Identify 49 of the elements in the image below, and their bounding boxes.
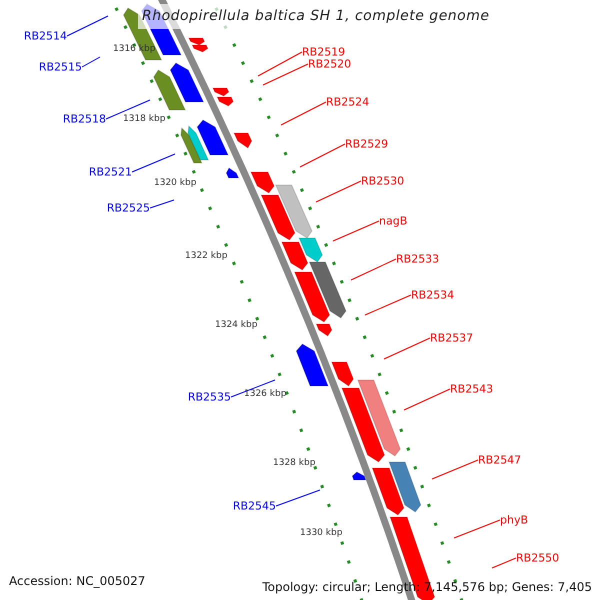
leader-line bbox=[432, 460, 478, 480]
gene-label: RB2529 bbox=[345, 138, 388, 150]
scale-tick-label: 1320 kbp bbox=[154, 178, 196, 189]
leader-line bbox=[106, 100, 150, 120]
gene-label: RB2519 bbox=[302, 46, 346, 58]
leader-line bbox=[82, 56, 100, 68]
gene-label: RB2515 bbox=[38, 60, 82, 74]
accession-note: Accession: NC_005027 bbox=[9, 573, 146, 589]
gene-label: RB2514 bbox=[24, 30, 67, 42]
gene-label: RB2520 bbox=[308, 58, 352, 70]
leader-line bbox=[132, 154, 176, 172]
gene-label: RB2543 bbox=[450, 382, 494, 396]
scale-tick-label: 1328 kbp bbox=[273, 458, 316, 469]
leader-line bbox=[66, 16, 108, 36]
scale-tick-label: 1316 kbp bbox=[113, 44, 156, 55]
gene-label: RB2550 bbox=[516, 552, 560, 564]
leader-line bbox=[276, 490, 320, 506]
leader-line bbox=[316, 180, 362, 202]
scale-tick-label: 1324 kbp bbox=[215, 320, 258, 331]
gene-label: RB2521 bbox=[88, 166, 132, 178]
scale-tick-label: 1326 kbp bbox=[244, 389, 286, 400]
leader-line bbox=[454, 520, 500, 538]
leader-line bbox=[492, 558, 516, 568]
gene-label: RB2525 bbox=[106, 202, 150, 214]
scale-tick-label: 1322 kbp bbox=[185, 251, 228, 262]
leader-line bbox=[404, 388, 450, 410]
gene-label: phyB bbox=[500, 514, 528, 526]
gene-label: RB2545 bbox=[232, 500, 276, 512]
gene-label: RB2533 bbox=[396, 252, 440, 266]
gene-label: RB2534 bbox=[411, 288, 454, 302]
leader-line bbox=[350, 258, 396, 280]
gene-label: nagB bbox=[379, 214, 408, 228]
gene-label: RB2530 bbox=[361, 174, 404, 188]
scale-tick-label: 1318 kbp bbox=[123, 114, 166, 125]
gene-label: RB2547 bbox=[478, 454, 522, 466]
leader-line bbox=[262, 64, 308, 86]
leader-line bbox=[230, 380, 276, 398]
leader-line bbox=[364, 294, 412, 316]
scale-tick-label: 1330 kbp bbox=[300, 528, 342, 539]
gene-label: RB2535 bbox=[188, 390, 231, 404]
leader-line bbox=[384, 338, 430, 360]
gene-label: RB2524 bbox=[326, 96, 370, 108]
leader-line bbox=[150, 200, 174, 208]
leader-line bbox=[258, 52, 302, 76]
leader-line bbox=[300, 144, 346, 168]
gene-label: RB2537 bbox=[430, 332, 474, 344]
leader-line bbox=[280, 102, 326, 126]
leader-line bbox=[332, 220, 380, 242]
gene-label: RB2518 bbox=[62, 112, 106, 126]
